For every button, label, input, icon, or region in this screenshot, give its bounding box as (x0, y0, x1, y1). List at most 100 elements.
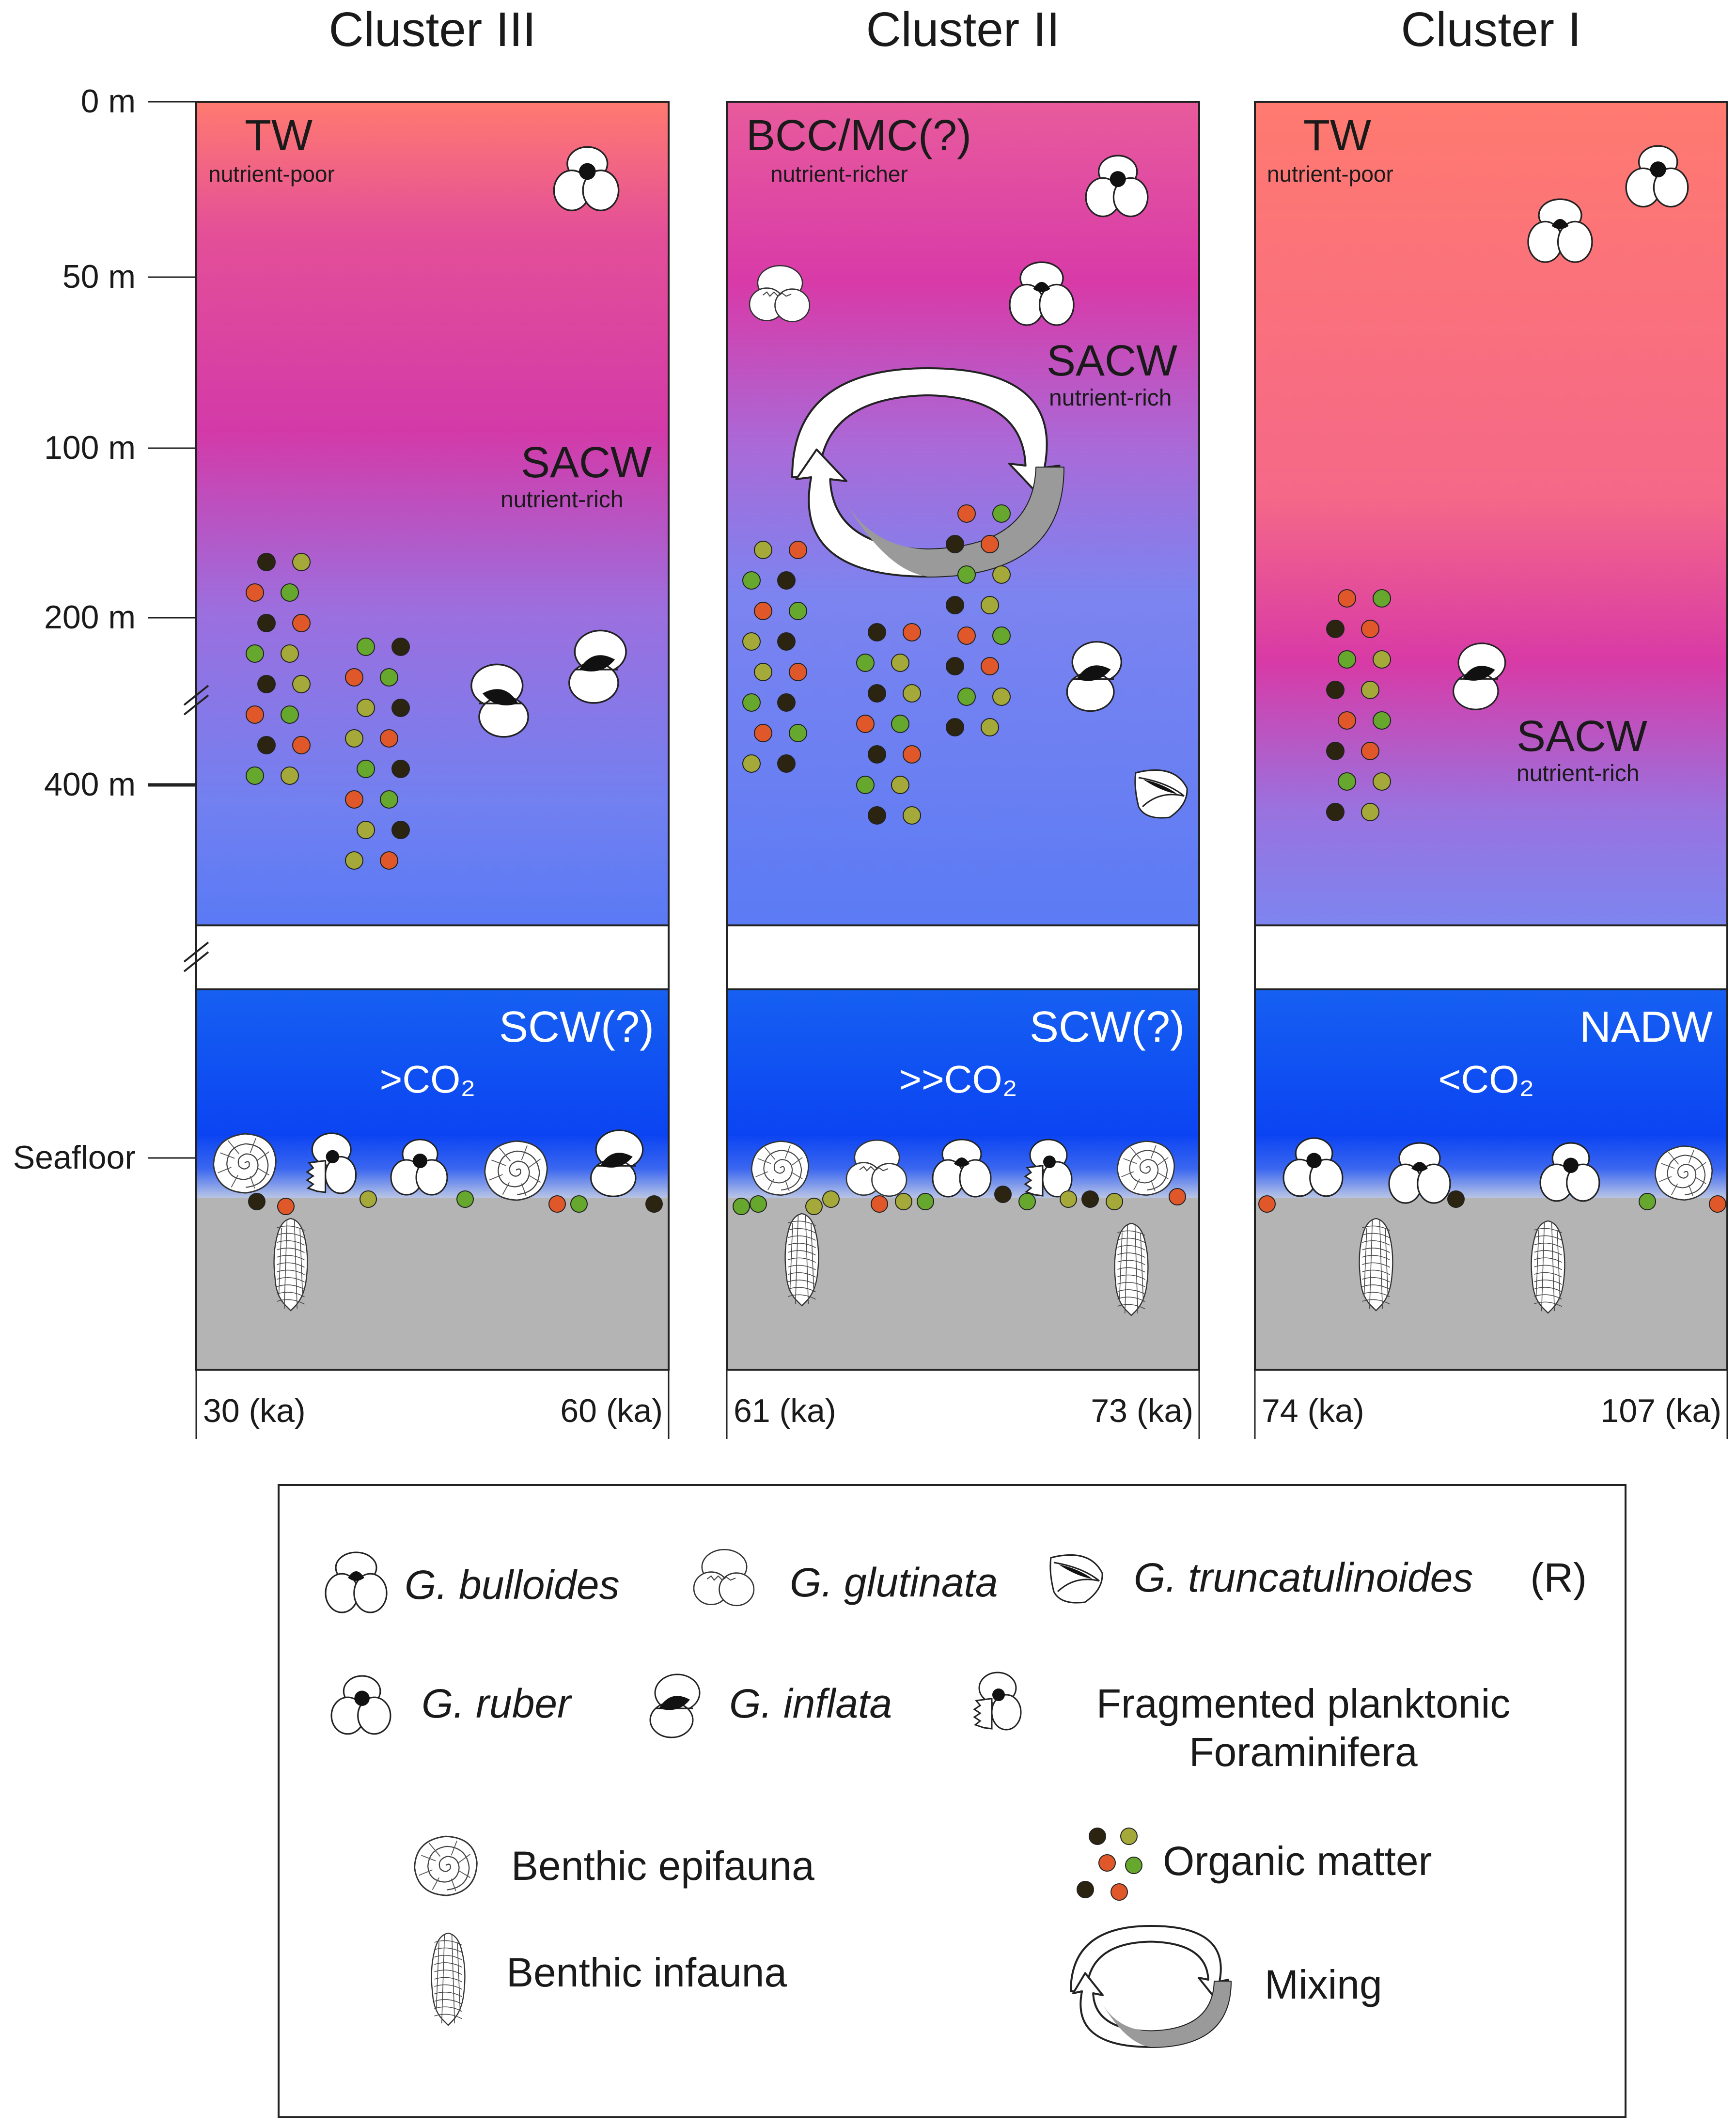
aperture (579, 163, 596, 180)
deep-water-mass-label: SCW(?) (499, 1003, 654, 1051)
benthic-epifauna-icon (1654, 1145, 1713, 1201)
benthic-epifauna-icon (414, 1835, 478, 1896)
g-ruber-icon (1282, 1137, 1344, 1197)
organic-matter-particle (754, 541, 772, 559)
organic-matter-particle (891, 776, 909, 794)
depth-label: Seafloor (13, 1139, 136, 1176)
g-inflata-icon (649, 1673, 701, 1738)
g-ruber-icon (1085, 155, 1149, 218)
organic-matter-particle (292, 614, 311, 632)
organic-matter-particle (742, 632, 761, 651)
organic-matter-particle (281, 583, 299, 602)
age-start-label: 61 (ka) (734, 1392, 836, 1429)
aperture (1563, 1157, 1579, 1173)
organic-matter-particle (981, 657, 999, 675)
texture (859, 1166, 889, 1172)
aperture (1059, 1564, 1093, 1579)
age-end-label: 73 (ka) (1091, 1392, 1193, 1429)
organic-matter-particle (1258, 1195, 1276, 1213)
upper-water-column (1254, 101, 1728, 926)
organic-matter-particle (1361, 803, 1379, 821)
fragmented-foraminifera-icon (305, 1132, 357, 1194)
cluster-title: Cluster I (1401, 2, 1581, 57)
organic-matter-particle (1169, 1188, 1186, 1205)
aperture (1411, 1161, 1428, 1172)
organic-matter-particle (903, 806, 921, 825)
axis-break-mark (183, 685, 209, 716)
organic-matter-particle (1338, 589, 1356, 608)
aperture (413, 1154, 427, 1168)
organic-matter-particle (357, 638, 375, 656)
g-bulloides-icon (1388, 1142, 1451, 1204)
test (273, 1218, 308, 1312)
organic-matter-particle (246, 583, 264, 602)
texture (706, 1575, 736, 1581)
legend-frame (278, 1484, 1627, 2118)
organic-matter-particle (957, 565, 976, 584)
depth-label: 200 m (44, 599, 136, 636)
chamber (415, 1159, 448, 1196)
mid-nutrient-label: nutrient-rich (1049, 385, 1172, 411)
deep-water-mass-label: SCW(?) (1030, 1003, 1185, 1051)
co2-label: >>CO₂ (899, 1058, 1017, 1101)
legend-mixing-label: Mixing (1265, 1962, 1382, 2007)
benthic-infauna-icon (273, 1218, 308, 1312)
sutures (1659, 1150, 1706, 1196)
ribs (788, 1215, 816, 1304)
g-truncatulinoides-icon (1134, 769, 1188, 819)
sutures (1121, 1145, 1169, 1191)
ribs (277, 1220, 305, 1309)
organic-matter-particle (1077, 1881, 1094, 1898)
organic-matter-particle (645, 1195, 663, 1213)
organic-matter-particle (895, 1193, 912, 1210)
g-inflata-icon (470, 663, 529, 738)
organic-matter-particle (570, 1195, 588, 1213)
organic-matter-particle (742, 693, 761, 712)
mixing-shade (1103, 1982, 1231, 2047)
organic-matter-particle (548, 1195, 566, 1213)
organic-matter-particle (1361, 681, 1379, 699)
ribs (1362, 1220, 1390, 1309)
broken-chamber (305, 1160, 327, 1193)
organic-matter-particle (868, 745, 886, 764)
organic-matter-particle (1338, 711, 1356, 730)
g-inflata-icon (1066, 641, 1123, 712)
organic-matter-particle (750, 1195, 767, 1213)
organic-matter-particle (777, 632, 796, 651)
legend-fragmented-label-line2: Foraminifera (1189, 1729, 1418, 1775)
chamber (1653, 167, 1689, 208)
test (484, 1140, 548, 1201)
test (1531, 1220, 1565, 1314)
spiral (763, 1150, 802, 1191)
mid-nutrient-label: nutrient-rich (1517, 761, 1639, 786)
organic-matter-particle (1361, 742, 1379, 760)
keel (1053, 1562, 1100, 1593)
age-end-label: 107 (ka) (1601, 1392, 1721, 1429)
aperture (1551, 219, 1569, 229)
co2-label: >CO₂ (380, 1058, 476, 1101)
organic-matter-particle (777, 693, 796, 712)
benthic-infauna-icon (1114, 1222, 1149, 1316)
benthic-infauna-icon (784, 1213, 819, 1307)
sutures (755, 1145, 803, 1191)
organic-matter-particle (981, 718, 999, 736)
organic-matter-particle (754, 663, 772, 681)
aperture (348, 1571, 364, 1581)
texture (762, 291, 792, 297)
chamber (719, 1572, 755, 1607)
organic-matter-particle (992, 688, 1011, 706)
sutures (489, 1145, 541, 1196)
organic-matter-particle (994, 1186, 1012, 1203)
depth-break (195, 924, 670, 990)
organic-matter-particle (822, 1190, 840, 1208)
organic-matter-particle (992, 626, 1011, 645)
aperture (1110, 171, 1126, 188)
organic-matter-particle (868, 806, 886, 825)
organic-matter-particle (1338, 650, 1356, 669)
spiral (1667, 1155, 1706, 1196)
organic-matter-particle (981, 596, 999, 614)
organic-matter-particle (777, 754, 796, 773)
aperture (1650, 161, 1666, 178)
organic-matter-particle (345, 851, 363, 870)
organic-matter-particle (742, 754, 761, 773)
